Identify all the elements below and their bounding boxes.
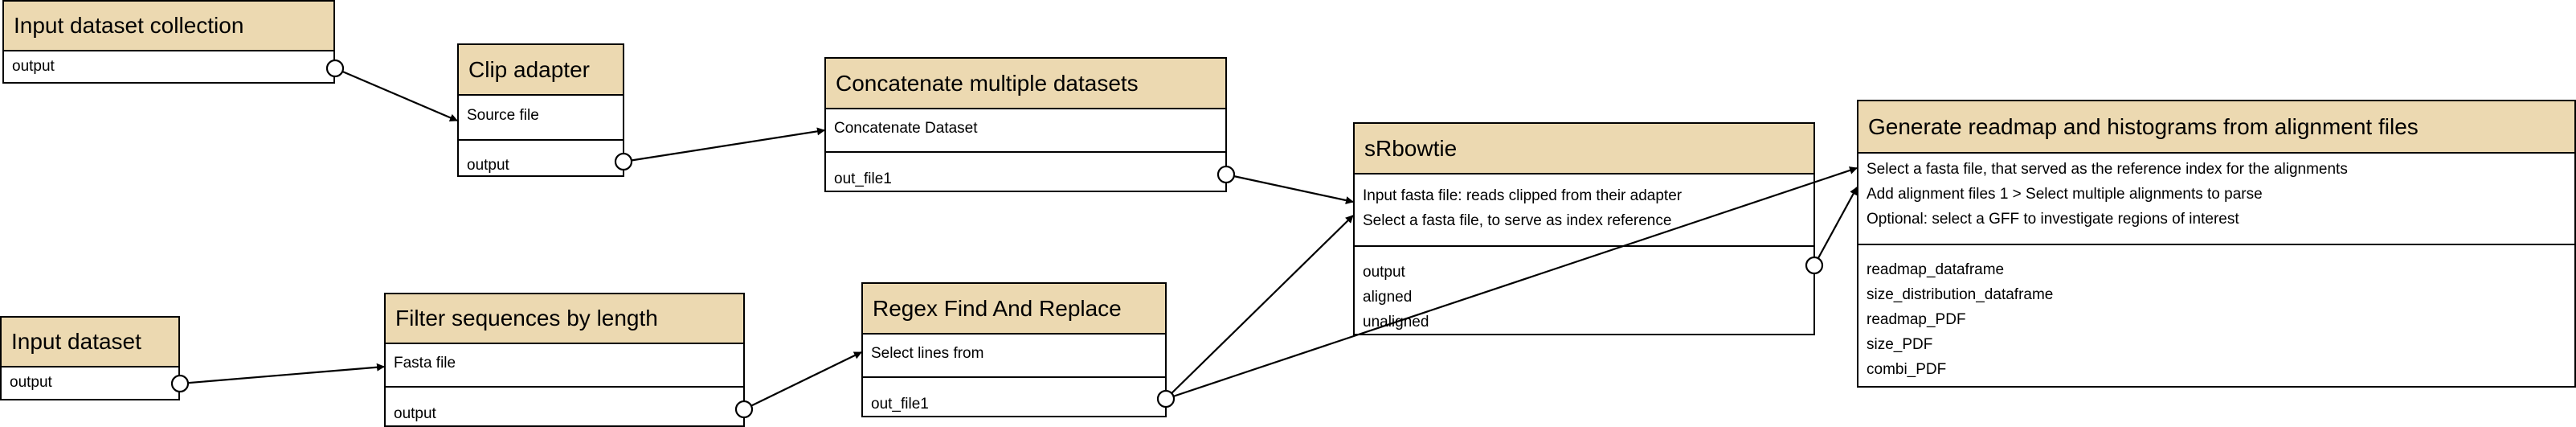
output-label: readmap_PDF (1867, 311, 1966, 328)
node-title: Generate readmap and histograms from ali… (1858, 101, 2574, 154)
input-label: Select lines from (871, 345, 984, 362)
input-label: Add alignment files 1 > Select multiple … (1867, 186, 2263, 203)
input-label: Select a fasta file, that served as the … (1867, 161, 2348, 178)
output-label: size_distribution_dataframe (1867, 286, 2054, 303)
input-label: Optional: select a GFF to investigate re… (1867, 211, 2239, 228)
node-title: Input dataset collection (4, 2, 333, 51)
input-label: Concatenate Dataset (834, 120, 978, 137)
node-concatenate-multiple-datasets[interactable]: Concatenate multiple datasets Concatenat… (824, 57, 1227, 192)
output-label: out_file1 (871, 396, 929, 413)
output-label: output (10, 374, 52, 391)
node-title: Clip adapter (459, 45, 623, 96)
node-input-dataset[interactable]: Input dataset output (0, 316, 180, 400)
output-label: output (394, 405, 436, 422)
input-label: Input fasta file: reads clipped from the… (1363, 187, 1683, 204)
output-terminal[interactable] (170, 374, 190, 393)
output-terminal[interactable] (1156, 389, 1176, 409)
output-label: output (12, 58, 55, 75)
node-regex-find-and-replace[interactable]: Regex Find And Replace Select lines from… (861, 282, 1167, 417)
output-label: output (1363, 264, 1405, 281)
node-title: sRbowtie (1355, 124, 1813, 174)
node-clip-adapter[interactable]: Clip adapter Source file output (457, 43, 624, 177)
edge-collection-to-clip-adapter (334, 67, 458, 122)
output-label: readmap_dataframe (1867, 261, 2005, 278)
edge-regex-to-readmap (1165, 166, 1858, 400)
input-label: Source file (467, 107, 539, 124)
output-terminal[interactable] (1216, 165, 1236, 184)
input-label: Select a fasta file, to serve as index r… (1363, 212, 1672, 229)
output-terminal[interactable] (1805, 256, 1824, 275)
node-srbowtie[interactable]: sRbowtie Input fasta file: reads clipped… (1353, 122, 1815, 335)
node-title: Filter sequences by length (386, 294, 743, 344)
output-terminal[interactable] (734, 400, 754, 419)
node-title: Regex Find And Replace (863, 284, 1165, 335)
output-label: combi_PDF (1867, 361, 1947, 378)
edge-concatenate-to-srbowtie (1225, 173, 1354, 204)
edge-clip-adapter-to-concatenate (623, 127, 825, 163)
node-filter-sequences-by-length[interactable]: Filter sequences by length Fasta file ou… (384, 293, 745, 427)
node-title: Input dataset (2, 318, 178, 367)
output-terminal[interactable] (325, 59, 345, 78)
output-label: output (467, 157, 509, 174)
edge-filter-to-regex (743, 351, 862, 410)
node-generate-readmap[interactable]: Generate readmap and histograms from ali… (1857, 100, 2576, 388)
node-title: Concatenate multiple datasets (826, 59, 1225, 109)
edge-srbowtie-to-readmap (1813, 187, 1858, 266)
edge-input-dataset-to-filter (179, 363, 385, 385)
node-input-dataset-collection[interactable]: Input dataset collection output (2, 0, 335, 84)
output-label: out_file1 (834, 170, 892, 187)
input-label: Fasta file (394, 355, 456, 372)
edge-regex-to-srbowtie (1165, 215, 1354, 400)
output-label: aligned (1363, 289, 1413, 306)
output-terminal[interactable] (614, 152, 633, 171)
output-label: size_PDF (1867, 336, 1933, 353)
